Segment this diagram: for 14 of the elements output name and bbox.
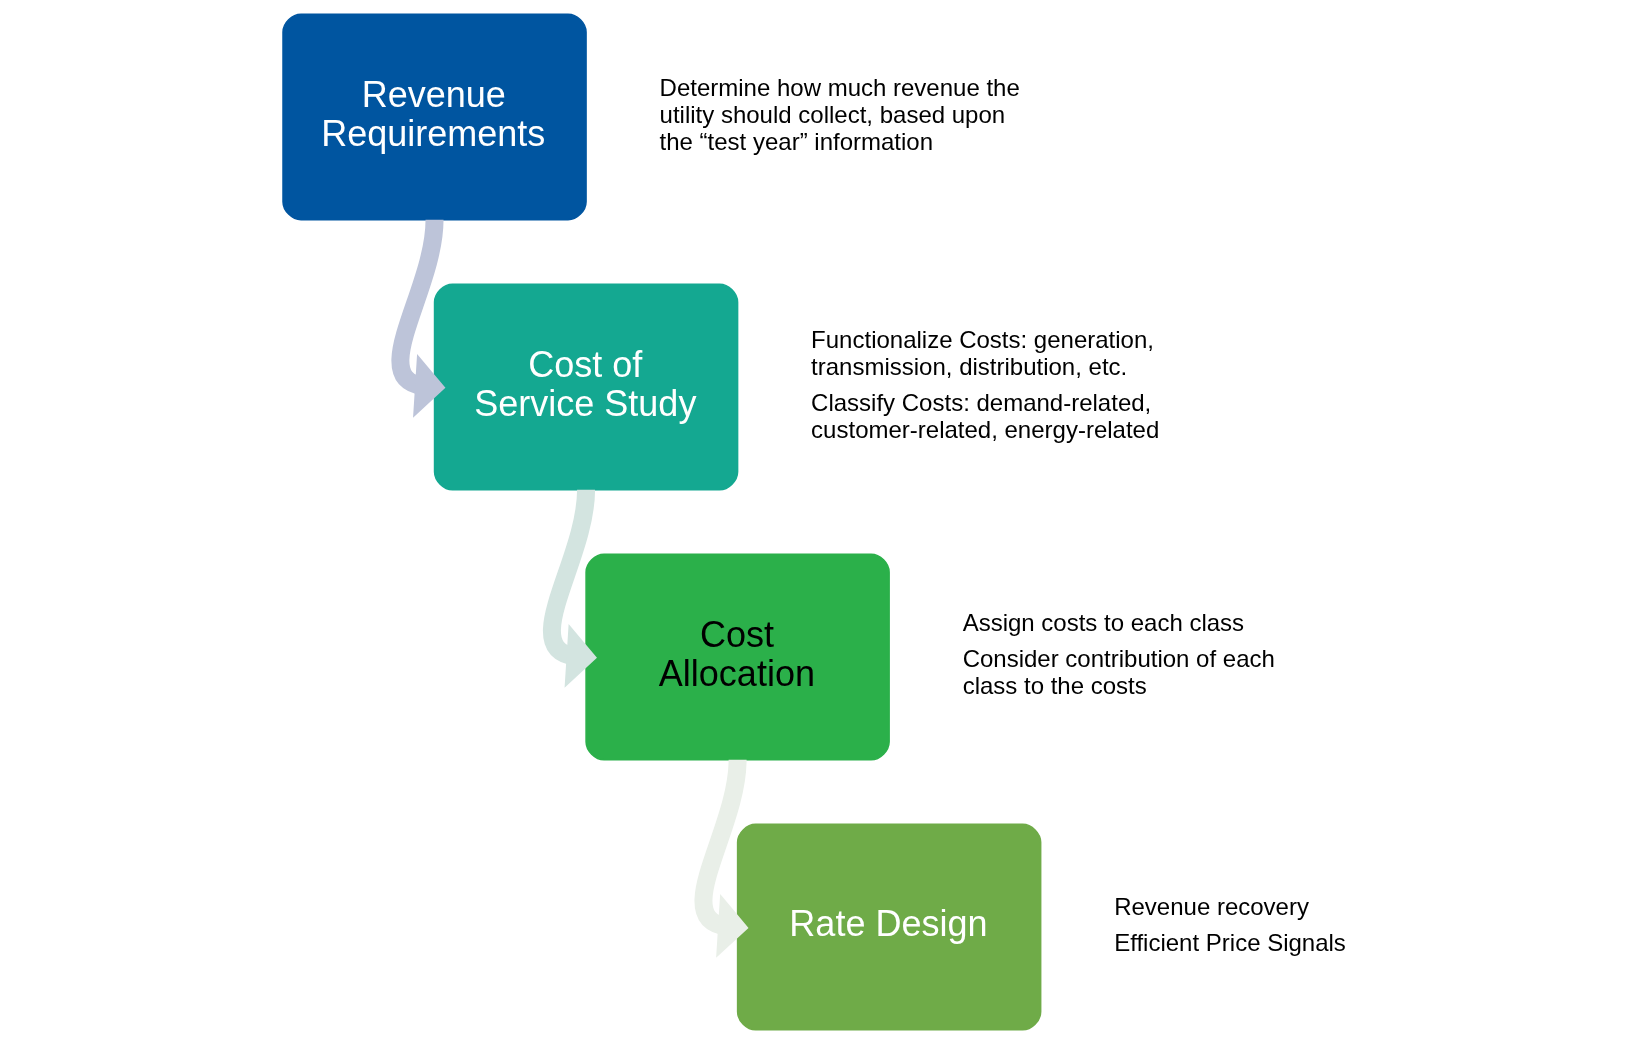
node-label: Assign costs to each class — [962, 609, 1245, 637]
node-label: Classify Costs: demand-related, customer-related, energy-related — [811, 388, 1160, 443]
node-label: Consider contribution of each class to the costs — [962, 645, 1275, 700]
node-box: Cost of Service Study — [433, 283, 739, 491]
arrow — [543, 489, 597, 688]
node-label: Revenue recovery — [1114, 892, 1309, 920]
node-box: Revenue Requirements — [282, 13, 587, 221]
arrow — [694, 759, 749, 958]
node-label: Functionalize Costs: generation, transmission, distribution, etc. — [811, 325, 1154, 380]
node-box: Cost Allocation — [585, 553, 890, 761]
node-label: Determine how much revenue the utility should collect, based upon the “test year” information — [659, 73, 1020, 155]
node-label: Efficient Price Signals — [1114, 928, 1346, 956]
arrow — [391, 219, 446, 418]
node-box: Rate Design — [736, 823, 1042, 1031]
